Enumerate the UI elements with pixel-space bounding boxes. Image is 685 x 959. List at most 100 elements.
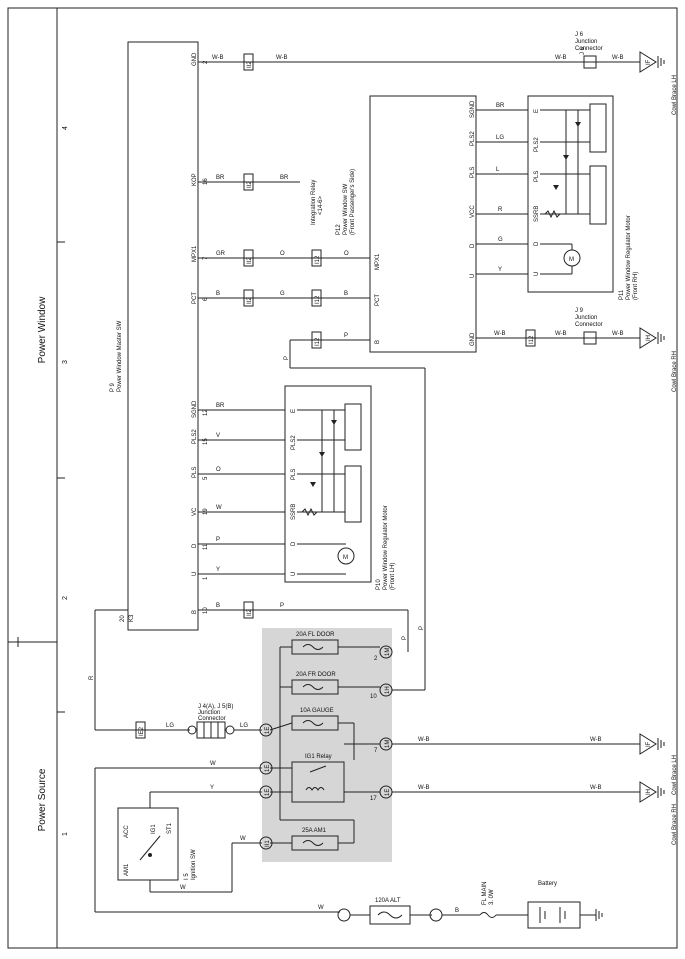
svg-text:1E: 1E — [265, 765, 271, 772]
svg-text:PLS2: PLS2 — [291, 435, 297, 450]
svg-text:Connector: Connector — [198, 716, 226, 722]
grid-3: 3 — [62, 360, 69, 364]
svg-text:W: W — [210, 761, 216, 767]
cowl-brace-lh-1: Cowl Brace LH — [672, 75, 678, 115]
section-power-window: Power Window — [37, 296, 48, 363]
svg-text:(Front Passenger's Side): (Front Passenger's Side) — [350, 169, 356, 235]
svg-text:II1: II1 — [265, 840, 271, 847]
j6-ref: J 6 — [575, 32, 584, 38]
svg-text:D: D — [470, 243, 476, 248]
svg-text:W-B: W-B — [612, 55, 624, 61]
ignition-sw — [117, 807, 179, 881]
master-pin-nums: 2 16 7 6 12 15 5 19 11 1 10 20 — [120, 60, 209, 622]
svg-text:MPX1: MPX1 — [192, 245, 198, 262]
svg-text:II2: II2 — [247, 181, 253, 188]
svg-text:Power Window SW: Power Window SW — [343, 183, 349, 235]
fuse-gauge: 10A GAUGE — [300, 708, 334, 714]
svg-text:P: P — [280, 603, 284, 609]
svg-text:B: B — [375, 340, 381, 344]
svg-text:Connector: Connector — [575, 46, 603, 52]
fuse-am1: 25A AM1 — [302, 828, 327, 834]
svg-text:6: 6 — [203, 297, 209, 301]
svg-text:W-B: W-B — [418, 737, 430, 743]
svg-text:PLS2: PLS2 — [470, 131, 476, 146]
svg-text:U: U — [470, 274, 476, 278]
svg-text:Connector: Connector — [575, 322, 603, 328]
svg-text:PLS: PLS — [470, 167, 476, 178]
svg-text:BR: BR — [216, 403, 225, 409]
cowl-brace-rh-1: Cowl Brace RH — [672, 351, 678, 392]
svg-text:KOP: KOP — [192, 173, 198, 186]
page-frame — [7, 7, 678, 949]
svg-text:16: 16 — [203, 178, 209, 185]
svg-text:J 6: J 6 — [580, 46, 586, 55]
ground-ih-1 — [639, 327, 657, 349]
svg-text:I12: I12 — [315, 337, 321, 346]
svg-text:M: M — [343, 555, 348, 561]
svg-text:G: G — [498, 237, 503, 243]
cowl-brace-lh-2: Cowl Brace LH — [672, 755, 678, 795]
svg-text:12: 12 — [203, 409, 209, 416]
svg-text:LG: LG — [240, 723, 248, 729]
fuse-fr-door: 20A FR DOOR — [296, 672, 336, 678]
svg-text:LG: LG — [166, 723, 174, 729]
svg-text:U: U — [192, 572, 198, 576]
svg-text:P: P — [402, 636, 408, 640]
alt-fuse-label: 120A ALT — [375, 898, 401, 904]
svg-text:P: P — [419, 626, 425, 630]
svg-text:MPX1: MPX1 — [375, 253, 381, 270]
svg-text:W-B: W-B — [590, 737, 602, 743]
grid-2: 2 — [62, 596, 69, 600]
svg-text:J 4(A), J 5(B): J 4(A), J 5(B) — [198, 704, 233, 710]
integration-relay: Integration Relay — [311, 180, 317, 225]
svg-text:IG1: IG1 — [151, 824, 157, 834]
svg-text:1E: 1E — [385, 789, 391, 796]
svg-text:Junction: Junction — [575, 39, 597, 45]
relay-block — [262, 628, 392, 862]
svg-text:IF: IF — [646, 59, 652, 65]
svg-text:W: W — [318, 905, 324, 911]
svg-text:W: W — [240, 836, 246, 842]
svg-text:II2: II2 — [247, 609, 253, 616]
conn-ii2-a — [243, 53, 254, 71]
ground-ih-2 — [639, 781, 657, 803]
grid-4: 4 — [62, 126, 69, 130]
svg-text:W-B: W-B — [590, 785, 602, 791]
p11-pins: E PLS2 PLS SSRB D U — [534, 109, 540, 276]
svg-text:P: P — [216, 537, 220, 543]
master-pins: GND KOP MPX1 PCT SGND PLS2 PLS VC D U B … — [129, 52, 198, 622]
svg-text:IH: IH — [646, 335, 652, 341]
master-sw-ref: P 9 — [110, 382, 116, 392]
svg-text:E: E — [534, 109, 540, 113]
svg-text:U: U — [291, 572, 297, 576]
svg-text:U: U — [534, 272, 540, 276]
svg-text:BR: BR — [216, 175, 225, 181]
svg-text:PCT: PCT — [375, 294, 381, 306]
svg-text:LG: LG — [496, 135, 504, 141]
svg-text:W: W — [216, 505, 222, 511]
ig1-relay — [291, 761, 345, 803]
svg-text:W-B: W-B — [418, 785, 430, 791]
battery — [527, 901, 581, 929]
svg-text:W: W — [180, 885, 186, 891]
motor-lh-icon — [337, 547, 355, 565]
svg-text:(Front RH): (Front RH) — [633, 272, 639, 300]
svg-text:Power Window Regulator Motor: Power Window Regulator Motor — [383, 505, 389, 590]
svg-text:1M: 1M — [385, 648, 391, 656]
svg-text:PLS: PLS — [291, 469, 297, 480]
svg-text:GND: GND — [192, 52, 198, 66]
svg-text:P: P — [284, 356, 290, 360]
svg-text:Power Window Regulator Motor: Power Window Regulator Motor — [626, 215, 632, 300]
svg-text:I12: I12 — [529, 335, 535, 344]
svg-text:J 9: J 9 — [575, 308, 584, 314]
svg-text:GR: GR — [216, 251, 226, 257]
svg-text:II2: II2 — [247, 61, 253, 68]
svg-text:O: O — [280, 251, 285, 257]
svg-text:II2: II2 — [247, 297, 253, 304]
svg-text:1E: 1E — [265, 727, 271, 734]
svg-text:BR: BR — [496, 103, 505, 109]
svg-text:ACC: ACC — [124, 825, 130, 838]
svg-text:B: B — [216, 603, 220, 609]
svg-text:V: V — [216, 433, 220, 439]
